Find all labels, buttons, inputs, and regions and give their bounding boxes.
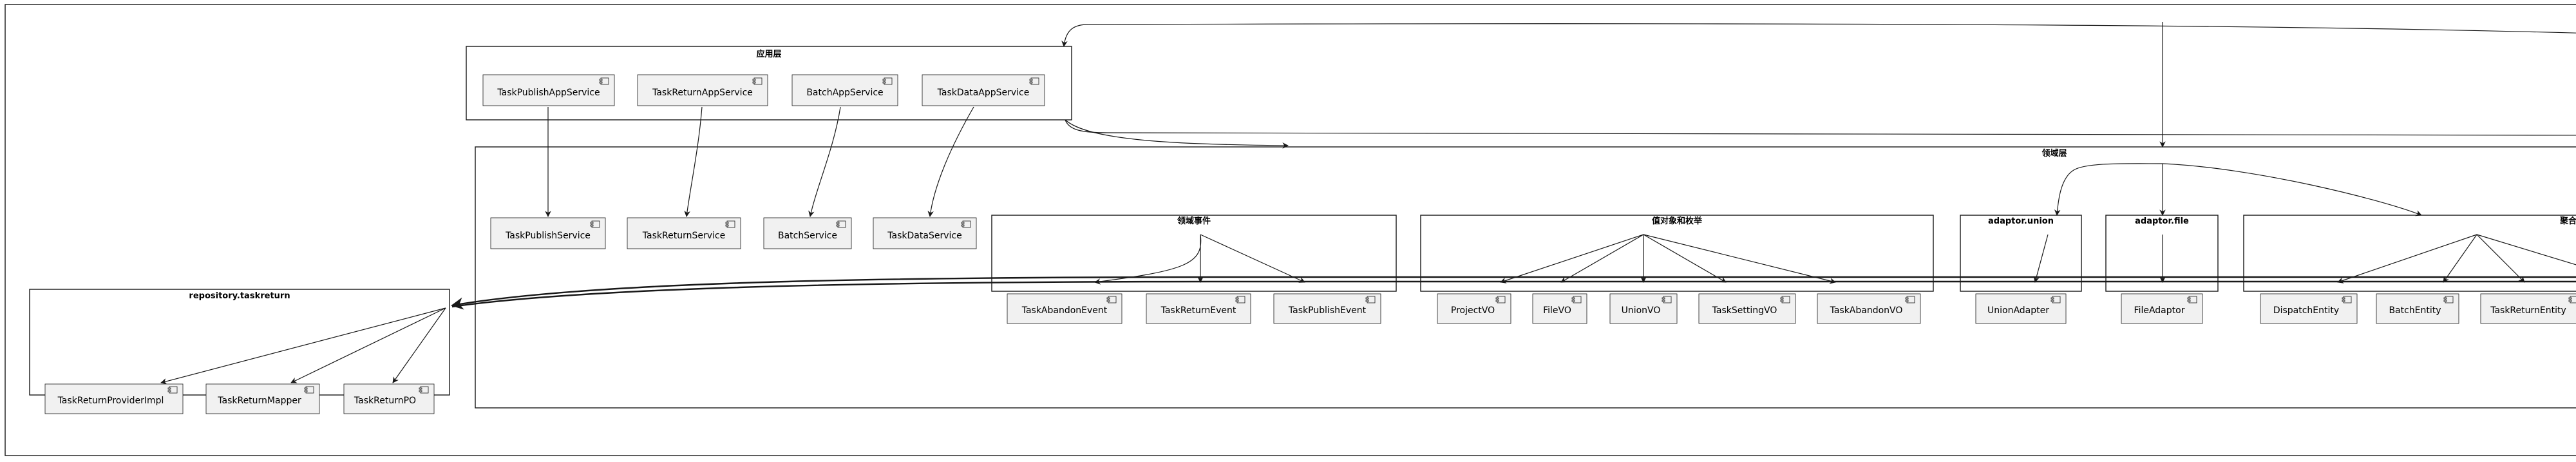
svg-text:DispatchEntity: DispatchEntity	[2273, 305, 2339, 316]
component-batch-app-service[interactable]: BatchAppService	[791, 74, 898, 106]
component-union-adapter[interactable]: UnionAdapter	[1975, 293, 2067, 324]
component-union-vo[interactable]: UnionVO	[1609, 293, 1678, 324]
component-task-return-provider-impl[interactable]: TaskReturnProviderImpl	[44, 383, 184, 414]
component-task-return-entity[interactable]: TaskReturnEntity	[2480, 293, 2576, 324]
package-adaptor-union: adaptor.union	[1960, 215, 2082, 292]
edge-to-aggregate	[2162, 163, 2422, 217]
package-adaptor-file: adaptor.file	[2105, 215, 2219, 292]
svg-text:BatchEntity: BatchEntity	[2389, 305, 2441, 316]
svg-text:TaskReturnProviderImpl: TaskReturnProviderImpl	[57, 396, 164, 406]
svg-text:TaskReturnEntity: TaskReturnEntity	[2490, 305, 2566, 316]
svg-text:TaskReturnService: TaskReturnService	[642, 231, 725, 241]
edge-batch	[808, 106, 841, 217]
package-value-objects: 值对象和枚举	[1420, 215, 1934, 292]
edge-to-adaptor-union	[2054, 163, 2163, 216]
component-task-publish-app-service[interactable]: TaskPublishAppService	[482, 74, 615, 106]
component-task-data-service[interactable]: TaskDataService	[873, 217, 977, 249]
edge-repository-wire-2	[451, 280, 2576, 308]
package-title: 聚合	[2559, 216, 2576, 226]
svg-text:FileVO: FileVO	[1543, 305, 1571, 316]
dependency-edges	[160, 22, 2576, 385]
edge-task-return	[684, 106, 703, 217]
package-title: adaptor.union	[1988, 217, 2054, 226]
edge-to-abandon-vo	[1643, 234, 1836, 284]
edge-to-file-vo	[1560, 234, 1644, 283]
svg-text:BatchService: BatchService	[778, 231, 837, 241]
package-domain-events: 领域事件	[991, 215, 1397, 292]
svg-text:TaskPublishAppService: TaskPublishAppService	[497, 88, 600, 98]
package-aggregate: 聚合	[2243, 215, 2576, 292]
svg-text:TaskReturnAppService: TaskReturnAppService	[652, 88, 753, 98]
component-task-return-po[interactable]: TaskReturnPO	[343, 383, 435, 414]
component-task-return-mapper[interactable]: TaskReturnMapper	[205, 383, 320, 414]
svg-text:TaskAbandonEvent: TaskAbandonEvent	[1021, 305, 1108, 316]
svg-text:TaskReturnEvent: TaskReturnEvent	[1160, 305, 1236, 316]
svg-text:TaskDataService: TaskDataService	[887, 231, 961, 241]
edge-to-batch-entity	[2443, 234, 2477, 283]
component-task-return-service[interactable]: TaskReturnService	[627, 217, 741, 249]
component-task-return-event[interactable]: TaskReturnEvent	[1146, 293, 1251, 324]
svg-text:TaskDataAppService: TaskDataAppService	[937, 88, 1030, 98]
component-task-abandon-vo[interactable]: TaskAbandonVO	[1817, 293, 1921, 324]
component-task-abandon-event[interactable]: TaskAbandonEvent	[1007, 293, 1122, 324]
edge-to-project-vo	[1500, 234, 1644, 284]
svg-text:ProjectVO: ProjectVO	[1451, 305, 1495, 316]
component-file-adaptor[interactable]: FileAdaptor	[2121, 293, 2203, 324]
package-title: 领域层	[2041, 148, 2067, 159]
svg-text:BatchAppService: BatchAppService	[806, 88, 883, 98]
svg-text:TaskReturnMapper: TaskReturnMapper	[217, 396, 301, 406]
svg-text:TaskPublishService: TaskPublishService	[505, 231, 591, 241]
package-repository-taskreturn: repository.taskreturn	[29, 289, 450, 396]
svg-text:UnionVO: UnionVO	[1622, 305, 1661, 316]
components: TaskPublishAppService TaskReturnAppServi…	[44, 74, 2576, 414]
edge-to-union-adapter	[2033, 234, 2049, 283]
component-batch-service[interactable]: BatchService	[763, 217, 852, 249]
component-task-setting-vo[interactable]: TaskSettingVO	[1698, 293, 1796, 324]
component-file-vo[interactable]: FileVO	[1532, 293, 1587, 324]
edge-to-setting-vo	[1643, 234, 1727, 283]
edge-top-to-app	[1061, 23, 2576, 47]
component-task-return-app-service[interactable]: TaskReturnAppService	[637, 74, 768, 106]
edge-to-publish-event	[1200, 234, 1305, 283]
svg-text:FileAdaptor: FileAdaptor	[2134, 305, 2185, 316]
edge-to-task-return-entity	[2476, 234, 2525, 283]
edge-to-mapper	[290, 307, 446, 383]
package-title: 应用层	[756, 49, 781, 59]
package-title: repository.taskreturn	[189, 291, 290, 301]
svg-text:TaskPublishEvent: TaskPublishEvent	[1288, 305, 1367, 316]
edge-to-dispatch-entity	[2337, 234, 2477, 284]
edge-to-offscreen	[2476, 234, 2576, 265]
svg-text:TaskSettingVO: TaskSettingVO	[1712, 305, 1777, 316]
component-task-data-app-service[interactable]: TaskDataAppService	[922, 74, 1045, 106]
edge-task-data	[927, 106, 974, 217]
component-task-publish-event[interactable]: TaskPublishEvent	[1273, 293, 1381, 324]
component-task-publish-service[interactable]: TaskPublishService	[490, 217, 606, 249]
edge-app-to-right	[1065, 119, 2576, 136]
svg-text:TaskAbandonVO: TaskAbandonVO	[1830, 305, 1903, 316]
edge-repository-wire-1	[451, 276, 2576, 310]
edge-to-po	[392, 307, 446, 383]
edge-app-to-domain	[1065, 119, 1289, 149]
package-title: 值对象和枚举	[1652, 216, 1703, 226]
component-project-vo[interactable]: ProjectVO	[1437, 293, 1511, 324]
package-title: adaptor.file	[2135, 217, 2189, 226]
svg-text:UnionAdapter: UnionAdapter	[1987, 305, 2049, 316]
edge-to-provider-impl	[160, 307, 446, 385]
package-title: 领域事件	[1177, 216, 1211, 226]
component-batch-entity[interactable]: BatchEntity	[2376, 293, 2459, 324]
component-dispatch-entity[interactable]: DispatchEntity	[2260, 293, 2358, 324]
svg-text:TaskReturnPO: TaskReturnPO	[354, 396, 416, 406]
